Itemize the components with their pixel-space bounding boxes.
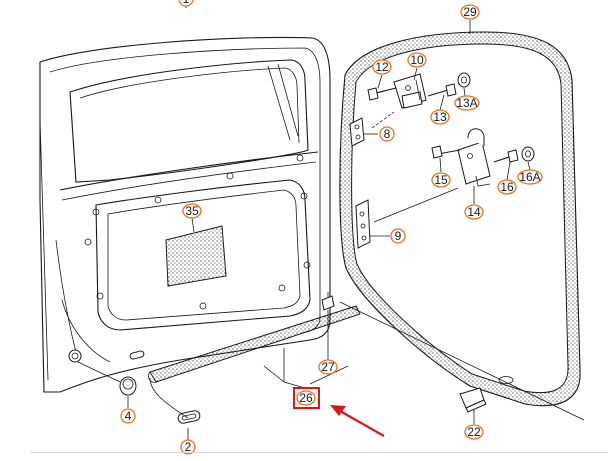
callout-label: 1 <box>183 0 190 6</box>
callout-ring <box>454 95 480 111</box>
callout-ring <box>431 172 451 188</box>
insulation-pad <box>165 225 227 287</box>
door-seal <box>339 31 581 407</box>
callout-label: 29 <box>463 5 477 19</box>
callout-14: 14 <box>464 204 484 220</box>
bolt-12 <box>367 87 397 101</box>
bolt-16 <box>493 149 519 163</box>
callout-label: 16 <box>500 180 514 194</box>
callout-label: 13 <box>433 110 447 124</box>
callout-label: 10 <box>410 53 424 67</box>
leader-lines <box>77 0 531 440</box>
clip-27 <box>321 292 335 311</box>
callout-ring <box>182 203 202 219</box>
callout-9: 9 <box>390 228 406 244</box>
callout-ring <box>296 390 316 406</box>
callout-ring <box>318 359 338 375</box>
callout-ring <box>372 59 392 75</box>
grommet-2 <box>177 410 201 424</box>
callout-ring <box>497 179 517 195</box>
callout-label: 8 <box>384 127 391 141</box>
callout-label: 35 <box>185 204 199 218</box>
washer-16A <box>521 146 535 162</box>
callout-35: 35 <box>182 203 202 219</box>
callout-ring <box>407 52 427 68</box>
washer-13A <box>457 72 471 88</box>
shim-plate-9 <box>355 187 459 249</box>
callout-ring <box>517 169 543 185</box>
callout-ring <box>430 109 450 125</box>
callout-label: 12 <box>375 60 389 74</box>
callout-10: 10 <box>407 52 427 68</box>
callouts: 129101213A138151616A1435927264222 <box>120 0 543 455</box>
callout-ring <box>464 204 484 220</box>
callout-12: 12 <box>372 59 392 75</box>
buffer-22 <box>459 376 514 413</box>
callout-13: 13 <box>430 109 450 125</box>
callout-26: 26 <box>296 390 316 406</box>
callout-label: 15 <box>434 173 448 187</box>
upper-hinge <box>393 73 427 109</box>
callout-label: 9 <box>395 229 402 243</box>
callout-4: 4 <box>120 408 136 424</box>
pointer-arrow <box>330 405 385 437</box>
callout-ring <box>460 4 480 20</box>
callout-29: 29 <box>460 4 480 20</box>
callout-ring <box>464 424 484 440</box>
callout-label: 13A <box>456 96 477 110</box>
callout-1: 1 <box>178 0 194 7</box>
callout-ring <box>379 126 395 142</box>
bolt-13 <box>427 83 457 97</box>
callout-ring <box>180 439 196 455</box>
callout-label: 27 <box>321 360 335 374</box>
callout-label: 26 <box>299 391 313 405</box>
callout-27: 27 <box>318 359 338 375</box>
lower-hinge <box>457 128 491 187</box>
callout-ring <box>178 0 194 7</box>
bolt-15 <box>431 145 461 159</box>
callout-8: 8 <box>379 126 395 142</box>
callout-15: 15 <box>431 172 451 188</box>
callout-22: 22 <box>464 424 484 440</box>
shim-plate-8 <box>349 111 395 147</box>
highlight-box-26 <box>293 387 320 409</box>
sill-seal-strip <box>148 305 361 383</box>
callout-13A: 13A <box>454 95 480 111</box>
callout-2: 2 <box>180 439 196 455</box>
door-frame <box>39 36 331 393</box>
cap-4 <box>119 376 137 396</box>
callout-ring <box>120 408 136 424</box>
callout-label: 2 <box>185 440 192 454</box>
callout-label: 14 <box>467 205 481 219</box>
callout-label: 16A <box>519 170 540 184</box>
bottom-divider <box>30 452 608 453</box>
door-edge-line <box>339 301 585 421</box>
callout-label: 22 <box>467 425 481 439</box>
callout-ring <box>390 228 406 244</box>
callout-16: 16 <box>497 179 517 195</box>
callout-label: 4 <box>125 409 132 423</box>
callout-16A: 16A <box>517 169 543 185</box>
